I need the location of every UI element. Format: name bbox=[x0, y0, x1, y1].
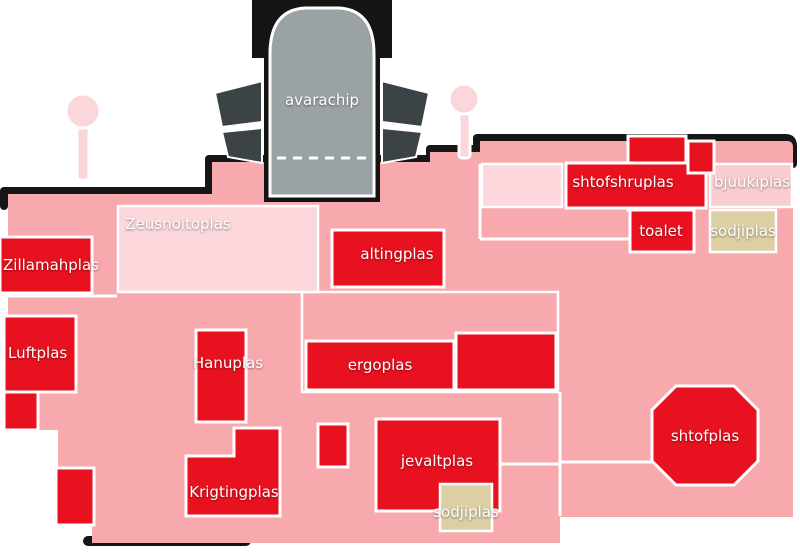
label-sodjiplas-south: sodjiplas bbox=[433, 503, 499, 521]
room-jevaltplas bbox=[374, 417, 502, 513]
label-bjuukiplas: bjuukiplas bbox=[714, 173, 790, 191]
room-ergoplas bbox=[304, 339, 456, 392]
room-luftplas-annex bbox=[2, 390, 40, 432]
room-krigtingplas bbox=[184, 426, 282, 518]
room-zillamahplas bbox=[0, 235, 94, 295]
label-luftplas: Luftplas bbox=[8, 344, 67, 362]
room-bottom-left bbox=[54, 466, 96, 527]
room-shtofplas bbox=[650, 384, 760, 487]
label-altingplas: altingplas bbox=[360, 245, 433, 263]
label-shtofshruplas: shtofshruplas bbox=[572, 173, 674, 191]
room-hanuplas bbox=[194, 328, 248, 424]
ship-fin-lower-right bbox=[381, 126, 424, 165]
room-toalet bbox=[628, 208, 696, 254]
label-jevaltplas: jevaltplas bbox=[400, 452, 473, 470]
room-ergoplas-east bbox=[454, 331, 558, 392]
label-zillamahplas: Zillamahplas bbox=[3, 256, 99, 274]
room-small-center bbox=[316, 422, 350, 469]
room-zeusnoitoplas bbox=[116, 204, 320, 294]
room-altingplas bbox=[330, 228, 446, 289]
label-shtofplas: shtofplas bbox=[671, 427, 740, 445]
room-sodjiplas-south bbox=[438, 482, 494, 533]
label-ergoplas: ergoplas bbox=[348, 356, 413, 374]
label-toalet: toalet bbox=[639, 222, 683, 240]
room-shtofshruplas-annex bbox=[686, 139, 716, 175]
room-sodjiplas-east bbox=[708, 208, 778, 254]
ship-fin-upper-right bbox=[381, 79, 431, 129]
label-zeusnoitoplas: Zeusnoitoplas bbox=[125, 215, 231, 233]
label-hanuplas: Hanuplas bbox=[193, 354, 263, 372]
lollipop-stem-left bbox=[75, 124, 91, 182]
label-sodjiplas-east: sodjiplas bbox=[710, 222, 776, 240]
ship-fin-lower-left bbox=[220, 126, 263, 165]
building-outline-central bbox=[300, 290, 560, 394]
label-krigtingplas: Krigtingplas bbox=[189, 483, 279, 501]
label-avarachip: avarachip bbox=[285, 91, 359, 109]
room-top-right-light bbox=[480, 162, 564, 209]
ship-hull bbox=[268, 6, 376, 198]
room-shtofshruplas bbox=[564, 161, 708, 210]
room-luftplas bbox=[2, 314, 78, 394]
room-bjuukiplas bbox=[708, 162, 794, 209]
lollipop-head-right bbox=[447, 82, 481, 116]
lollipop-stem-right bbox=[457, 110, 472, 160]
ship-fin-upper-left bbox=[213, 79, 263, 129]
lollipop-head-left bbox=[64, 92, 102, 130]
